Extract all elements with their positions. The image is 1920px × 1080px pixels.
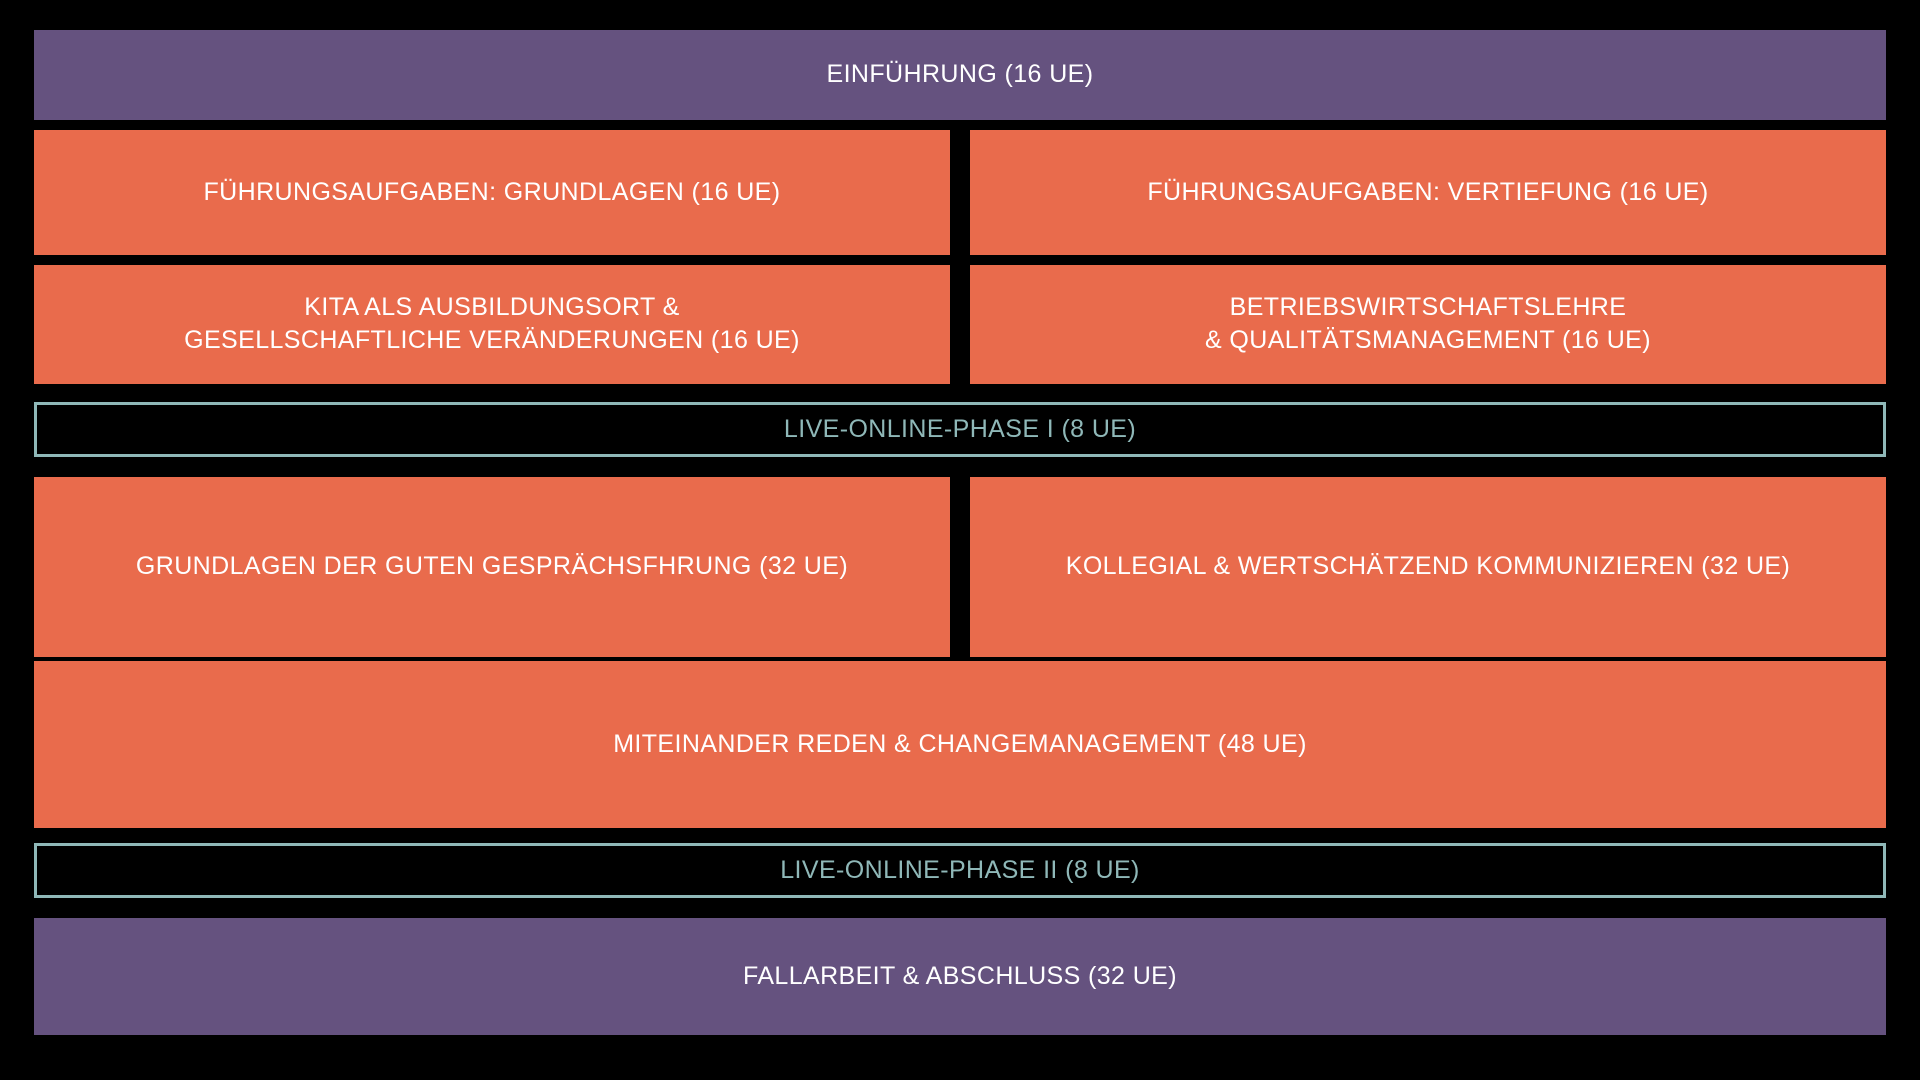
diagram-row-live-online-2: LIVE-ONLINE-PHASE II (8 UE): [34, 843, 1886, 899]
block-einfuehrung: EINFÜHRUNG (16 UE): [34, 30, 1886, 120]
block-live-online-phase-2: LIVE-ONLINE-PHASE II (8 UE): [34, 843, 1886, 899]
block-label: EINFÜHRUNG (16 UE): [826, 60, 1094, 89]
block-label: KITA ALS AUSBILDUNGSORT & GESELLSCHAFTLI…: [184, 293, 800, 355]
block-live-online-phase-1: LIVE-ONLINE-PHASE I (8 UE): [34, 402, 1886, 458]
block-label: LIVE-ONLINE-PHASE II (8 UE): [780, 856, 1140, 885]
diagram-row-fuehrungsaufgaben: FÜHRUNGSAUFGABEN: GRUNDLAGEN (16 UE) FÜH…: [34, 129, 1886, 255]
diagram-row-kita-bwl: KITA ALS AUSBILDUNGSORT & GESELLSCHAFTLI…: [34, 264, 1886, 385]
block-label: FÜHRUNGSAUFGABEN: GRUNDLAGEN (16 UE): [203, 177, 781, 206]
diagram-row-gespraechsfuehrung: GRUNDLAGEN DER GUTEN GESPRÄCHSFHRUNG (32…: [34, 477, 1886, 657]
block-label: LIVE-ONLINE-PHASE I (8 UE): [783, 415, 1137, 444]
diagram-row-intro: EINFÜHRUNG (16 UE): [34, 30, 1886, 120]
block-grundlagen-gespraechsfuehrung: GRUNDLAGEN DER GUTEN GESPRÄCHSFHRUNG (32…: [34, 477, 950, 657]
block-label: MITEINANDER REDEN & CHANGEMANAGEMENT (48…: [613, 730, 1307, 759]
block-label: FÜHRUNGSAUFGABEN: VERTIEFUNG (16 UE): [1147, 177, 1709, 206]
block-label: GRUNDLAGEN DER GUTEN GESPRÄCHSFHRUNG (32…: [135, 552, 849, 581]
block-miteinander-reden: MITEINANDER REDEN & CHANGEMANAGEMENT (48…: [34, 660, 1886, 829]
block-label: BETRIEBSWIRTSCHAFTSLEHRE & QUALITÄTSMANA…: [1205, 293, 1651, 355]
diagram-row-live-online-1: LIVE-ONLINE-PHASE I (8 UE): [34, 402, 1886, 458]
block-betriebswirtschaftslehre: BETRIEBSWIRTSCHAFTSLEHRE & QUALITÄTSMANA…: [970, 264, 1886, 385]
block-kollegial-kommunizieren: KOLLEGIAL & WERTSCHÄTZEND KOMMUNIZIEREN …: [970, 477, 1886, 657]
diagram-row-fallarbeit: FALLARBEIT & ABSCHLUSS (32 UE): [34, 918, 1886, 1035]
block-label: FALLARBEIT & ABSCHLUSS (32 UE): [743, 962, 1177, 991]
block-kita-ausbildungsort: KITA ALS AUSBILDUNGSORT & GESELLSCHAFTLI…: [34, 264, 950, 385]
block-fallarbeit-abschluss: FALLARBEIT & ABSCHLUSS (32 UE): [34, 918, 1886, 1035]
block-label: KOLLEGIAL & WERTSCHÄTZEND KOMMUNIZIEREN …: [1065, 552, 1791, 581]
diagram-row-miteinander: MITEINANDER REDEN & CHANGEMANAGEMENT (48…: [34, 660, 1886, 829]
block-fuehrung-vertiefung: FÜHRUNGSAUFGABEN: VERTIEFUNG (16 UE): [970, 129, 1886, 255]
block-fuehrung-grundlagen: FÜHRUNGSAUFGABEN: GRUNDLAGEN (16 UE): [34, 129, 950, 255]
